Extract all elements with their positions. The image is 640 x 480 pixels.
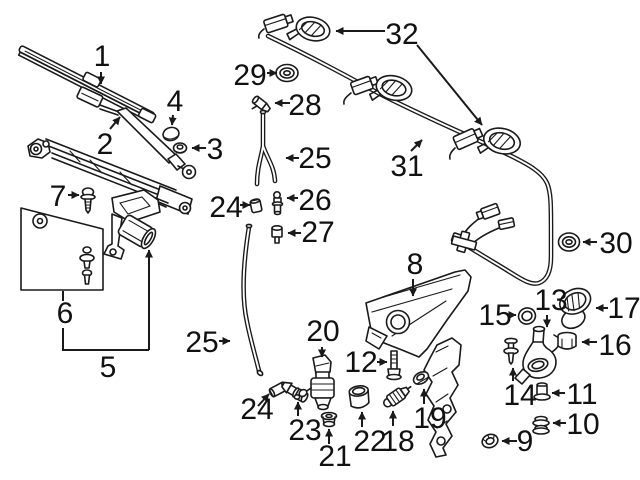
callout-24-lower: 24 — [240, 393, 273, 426]
callout-arrows — [68, 27, 608, 445]
bracket-5-6-lines — [62, 249, 153, 351]
callout-24-upper: 24 — [209, 191, 242, 224]
washer-nozzle-pair-a — [257, 13, 331, 42]
callout-22: 22 — [353, 425, 386, 458]
washer-nozzle-pair-b — [343, 74, 413, 105]
callout-1: 1 — [94, 40, 111, 73]
callout-5: 5 — [100, 351, 117, 384]
callout-16: 16 — [598, 329, 631, 362]
callout-27: 27 — [301, 216, 334, 249]
nut-9-art — [481, 433, 499, 449]
callout-29: 29 — [233, 59, 266, 92]
callout-8: 8 — [407, 248, 424, 281]
callout-28: 28 — [288, 89, 321, 122]
hose-sleeve-upper-art — [249, 198, 263, 214]
callout-25-lower: 25 — [185, 326, 218, 359]
pump-grommet-art — [320, 411, 338, 428]
reservoir-cap-art — [559, 287, 592, 330]
callout-13: 13 — [534, 284, 567, 317]
callout-18: 18 — [381, 425, 414, 458]
reservoir-bracket-art — [365, 269, 472, 458]
check-valve-art — [271, 191, 284, 216]
arrow-24-lower — [257, 393, 270, 407]
hood-grommet-art — [275, 63, 299, 83]
bushing-art — [533, 382, 551, 401]
washer-nozzle-pair-c — [448, 127, 522, 160]
callout-21: 21 — [318, 440, 351, 473]
callout-3: 3 — [207, 133, 224, 166]
callout-15: 15 — [478, 299, 511, 332]
callout-25-upper: 25 — [298, 142, 331, 175]
hose-lower-art — [241, 223, 264, 377]
callout-9: 9 — [517, 425, 534, 458]
callout-12: 12 — [344, 346, 377, 379]
callout-7: 7 — [50, 180, 67, 213]
wiper-arm-art — [76, 86, 197, 180]
retainer-pin-art — [503, 337, 519, 365]
hose-clamp — [450, 230, 478, 254]
wiper-linkage-art — [27, 138, 193, 260]
hardware-kit-box — [20, 207, 104, 291]
pump-sleeve-art — [348, 385, 370, 409]
cap-retainer-art — [557, 331, 577, 350]
arm-cap-art — [162, 126, 180, 142]
arrow-2 — [109, 116, 121, 130]
reservoir-bolt-art — [386, 350, 402, 381]
callout-14: 14 — [503, 379, 536, 412]
grommet-10-art — [532, 415, 550, 435]
callout-6: 6 — [57, 297, 74, 330]
washer-pump-art — [293, 354, 335, 411]
callout-23: 23 — [288, 414, 321, 447]
callout-20: 20 — [306, 315, 339, 348]
hose-cap-art — [271, 225, 283, 244]
callout-11: 11 — [566, 378, 597, 411]
callout-31: 31 — [390, 150, 423, 183]
callout-2: 2 — [97, 128, 114, 161]
callout-26: 26 — [298, 184, 331, 217]
filler-neck-art — [514, 325, 561, 385]
callout-labels: 1 2 3 4 5 6 7 8 9 10 11 12 13 14 15 16 1… — [50, 18, 640, 473]
level-sensor-art — [383, 385, 412, 408]
neck-seal-art — [517, 307, 537, 325]
callout-19: 19 — [413, 402, 446, 435]
callout-17: 17 — [607, 292, 640, 325]
y-hose-upper-art — [254, 109, 278, 187]
pump-wiring-harness — [450, 202, 516, 254]
clip-nut-art — [412, 370, 430, 386]
callout-32: 32 — [385, 18, 418, 51]
wiper-blade-art — [17, 45, 157, 124]
arrow-32b — [416, 44, 483, 126]
cowl-grommet-art — [557, 232, 581, 252]
mount-bolt-art — [80, 187, 96, 214]
arrow-31 — [410, 139, 423, 152]
callout-10: 10 — [566, 408, 599, 441]
arrow-4 — [168, 114, 177, 126]
hose-connector-art — [251, 95, 271, 113]
arm-nut-art — [172, 142, 188, 154]
callout-4: 4 — [167, 85, 184, 118]
callout-30: 30 — [599, 227, 632, 260]
